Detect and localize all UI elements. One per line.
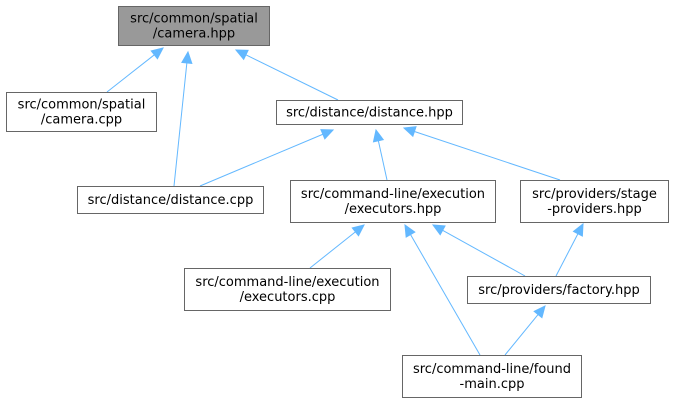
edge-factory_hpp-includes-executors_hpp: [431, 224, 526, 277]
node-label-line: -providers.hpp: [547, 202, 642, 217]
edge-line: [199, 133, 324, 187]
node-box: [402, 355, 582, 398]
node-box: [184, 268, 391, 311]
edge-arrowhead: [533, 305, 546, 319]
edge-arrowhead: [320, 129, 335, 140]
node-label-line: /executors.hpp: [345, 202, 442, 217]
node-label-line: src/command-line/found: [413, 362, 571, 377]
node-label-line: src/providers/factory.hpp: [478, 283, 639, 298]
node-stage-providers-hpp[interactable]: src/providers/stage-providers.hpp: [520, 180, 669, 223]
node-label-line: src/common/spatial: [18, 98, 146, 113]
node-box: [77, 186, 264, 214]
node-camera-cpp[interactable]: src/common/spatial/camera.cpp: [6, 92, 157, 132]
node-label-line: src/command-line/execution: [195, 275, 379, 290]
edge-distance_cpp-includes-distance_hpp: [199, 129, 335, 187]
edge-found_main_cpp-includes-executors_hpp: [404, 223, 481, 356]
edge-camera_cpp-includes-camera_hpp: [106, 47, 164, 93]
node-label-line: /executors.cpp: [240, 290, 336, 305]
edge-line: [245, 54, 339, 101]
node-label-line: src/providers/stage: [532, 187, 657, 202]
node-box: [276, 100, 463, 125]
edge-line: [377, 140, 388, 181]
edge-distance_cpp-includes-camera_hpp: [173, 50, 193, 187]
edge-executors_cpp-includes-executors_hpp: [309, 224, 365, 269]
nodes-layer: src/common/spatial/camera.hppsrc/common/…: [6, 6, 669, 398]
edge-executors_hpp-includes-distance_hpp: [372, 128, 388, 181]
node-distance-hpp[interactable]: src/distance/distance.hpp: [276, 100, 463, 125]
edge-line: [106, 54, 155, 93]
edge-arrowhead: [404, 223, 416, 238]
edge-arrowhead: [150, 47, 164, 60]
edge-arrowhead: [402, 126, 417, 138]
edge-arrowhead: [351, 224, 365, 237]
node-box: [6, 92, 157, 132]
node-label-line: /camera.cpp: [41, 113, 122, 128]
node-found-main-cpp[interactable]: src/command-line/found-main.cpp: [402, 355, 582, 398]
edge-found_main_cpp-includes-factory_hpp: [504, 305, 546, 356]
node-executors-cpp[interactable]: src/command-line/execution/executors.cpp: [184, 268, 391, 311]
node-label-line: /camera.hpp: [153, 27, 235, 42]
edge-line: [504, 314, 539, 356]
edge-arrowhead: [431, 224, 446, 236]
node-factory-hpp[interactable]: src/providers/factory.hpp: [467, 276, 651, 304]
edge-line: [414, 131, 561, 181]
edge-stage_providers_hpp-includes-distance_hpp: [402, 126, 561, 181]
node-label-line: src/common/spatial: [130, 12, 258, 27]
edge-line: [555, 233, 579, 277]
edge-line: [410, 234, 481, 356]
edge-arrowhead: [181, 50, 193, 65]
node-label-line: src/distance/distance.hpp: [286, 106, 453, 121]
node-camera-hpp[interactable]: src/common/spatial/camera.hpp: [118, 6, 270, 46]
edge-factory_hpp-includes-stage_providers_hpp: [555, 222, 584, 277]
edge-arrowhead: [234, 49, 249, 61]
edge-line: [173, 62, 188, 187]
node-executors-hpp[interactable]: src/command-line/execution/executors.hpp: [290, 180, 496, 223]
node-label-line: src/command-line/execution: [301, 187, 485, 202]
node-box: [118, 6, 270, 46]
edges-layer: [106, 47, 584, 356]
edge-line: [309, 231, 356, 269]
node-box: [520, 180, 669, 223]
edge-arrowhead: [572, 222, 584, 237]
edge-arrowhead: [372, 128, 385, 143]
edge-line: [442, 229, 526, 277]
node-box: [467, 276, 651, 304]
node-distance-cpp[interactable]: src/distance/distance.cpp: [77, 186, 264, 214]
node-label-line: -main.cpp: [460, 377, 525, 392]
edge-distance_hpp-includes-camera_hpp: [234, 49, 339, 101]
node-label-line: src/distance/distance.cpp: [88, 193, 254, 208]
node-box: [290, 180, 496, 223]
